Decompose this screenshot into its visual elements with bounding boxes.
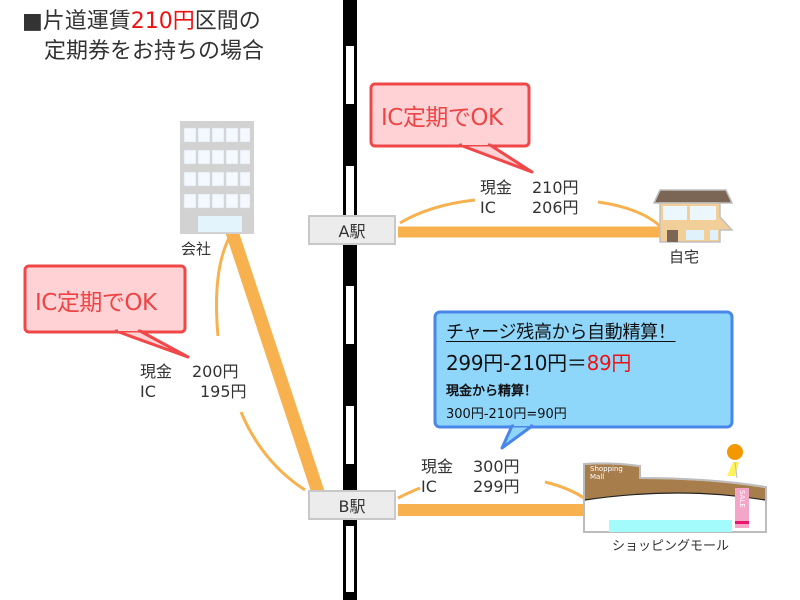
callout-home-bubble — [369, 82, 534, 174]
callout-mall-heading: チャージ残高から自動精算！ — [446, 322, 676, 343]
fare-cash-value: 300円 — [473, 457, 520, 476]
fare-mall-route: 現金 300円 IC 299円 — [421, 457, 533, 497]
fare-cash-value: 200円 — [192, 362, 239, 381]
company-label: 会社 — [181, 240, 212, 258]
sale-sign: SALE — [738, 490, 746, 508]
fare-cash-label: 現金 — [140, 362, 173, 381]
fare-cash-label: 現金 — [421, 457, 454, 476]
fare-ic-value: 299円 — [473, 477, 520, 496]
ic-calc-result: 89円 — [586, 351, 632, 375]
route-company-b — [225, 229, 325, 495]
mall-label: ショッピングモール — [612, 539, 730, 554]
title-line-1: ■片道運賃210円区間の — [22, 8, 261, 36]
fare-ic-value: 206円 — [532, 198, 579, 217]
mall-sign-line-1: Shopping — [590, 465, 623, 473]
home-label: 自宅 — [669, 248, 700, 266]
title-fare-highlight: 210円 — [130, 9, 195, 34]
shopping-mall-icon — [583, 444, 767, 533]
fare-arcs — [215, 198, 662, 502]
direct-routes — [225, 226, 660, 516]
title-prefix: ■片道運賃 — [22, 9, 131, 34]
fare-ic-value: 195円 — [200, 382, 247, 401]
railway-track — [343, 0, 357, 600]
fare-cash-label: 現金 — [480, 178, 513, 197]
station-b: B駅 — [308, 490, 396, 520]
company-building-icon — [180, 121, 254, 234]
title-line-2: 定期券をお持ちの場合 — [44, 39, 265, 64]
station-a: A駅 — [308, 215, 396, 245]
fare-home-route: 現金 210円 IC 206円 — [480, 178, 592, 218]
callout-mall-bubble — [433, 310, 734, 450]
fare-cash-value: 210円 — [532, 178, 579, 197]
callout-company-bubble — [23, 264, 190, 359]
home-icon — [652, 189, 734, 243]
fare-ic-label: IC — [480, 198, 496, 217]
mall-sign: Shopping Mall — [590, 465, 623, 481]
callout-mall-ic-calc: 299円-210円＝89円 — [446, 347, 631, 376]
callout-mall-cash-calc: 300円-210円=90円 — [446, 407, 567, 422]
callout-company-text: IC定期でOK — [35, 290, 157, 316]
fare-company-route: 現金 200円 IC 195円 — [140, 362, 260, 402]
callout-home-text: IC定期でOK — [381, 105, 503, 131]
mall-sign-line-2: Mall — [590, 473, 605, 481]
callout-mall-cash-heading: 現金から精算！ — [446, 384, 538, 399]
title-suffix: 区間の — [194, 9, 261, 34]
fare-ic-label: IC — [140, 382, 156, 401]
fare-ic-label: IC — [421, 477, 437, 496]
ic-calc-expression: 299円-210円＝ — [446, 351, 587, 375]
